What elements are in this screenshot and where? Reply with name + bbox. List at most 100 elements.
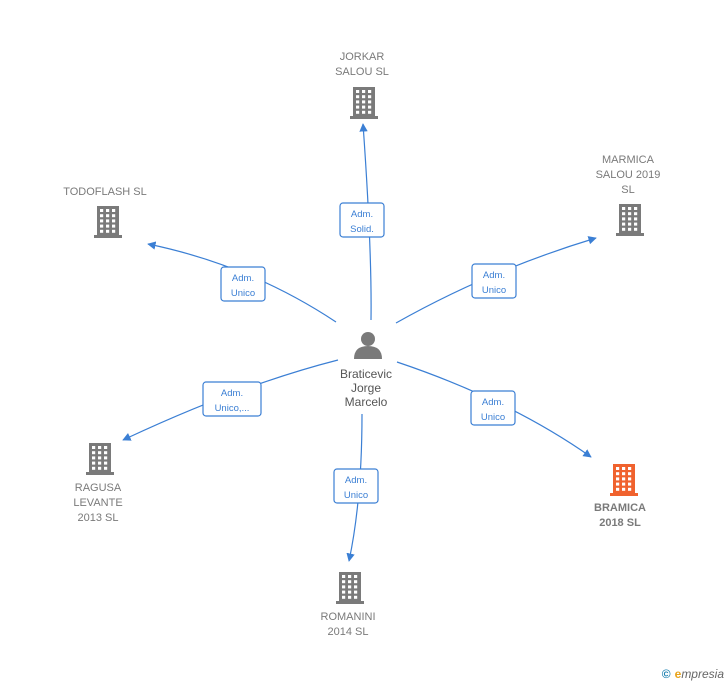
building-window — [348, 595, 352, 599]
building-window — [342, 580, 346, 584]
romanini-building-icon[interactable] — [336, 572, 364, 604]
building-window — [616, 467, 620, 470]
building-window — [628, 477, 632, 481]
edge-label-line: Unico — [482, 285, 506, 296]
building-window — [628, 212, 632, 216]
building-window — [622, 477, 626, 481]
building-window — [622, 227, 626, 231]
edge-romanini: Adm.Unico — [333, 413, 379, 562]
edge-label-box[interactable] — [470, 390, 516, 426]
building-window — [98, 451, 102, 455]
building-window — [622, 467, 626, 470]
brand-logo[interactable]: empresia — [675, 667, 724, 681]
building-window — [622, 217, 626, 221]
edge-jorkar: Adm.Solid. — [339, 123, 385, 321]
building-window — [616, 482, 620, 486]
company-name-bramica-line: 2018 SL — [599, 517, 641, 529]
building-window — [628, 227, 632, 231]
building-base — [94, 235, 122, 238]
person-name-line: Jorge — [351, 381, 381, 395]
building-window — [104, 451, 108, 455]
building-window — [98, 466, 102, 470]
company-name-jorkar-line: SALOU SL — [335, 66, 389, 78]
edge-label-line: Adm. — [232, 273, 254, 284]
building-window — [354, 580, 358, 584]
building-window — [104, 456, 108, 460]
edge-ragusa: Adm.Unico,... — [122, 359, 339, 441]
building-window — [92, 446, 96, 449]
edge-label-line: Solid. — [350, 224, 374, 235]
marmica-building-icon[interactable] — [616, 204, 644, 236]
building-window — [362, 105, 366, 109]
edge-label-line: Adm. — [483, 270, 505, 281]
edge-marmica: Adm. Unico — [395, 236, 597, 324]
edge-label-box[interactable] — [333, 468, 379, 504]
edge-label-line: Unico — [344, 490, 368, 501]
building-window — [100, 229, 104, 233]
building-window — [98, 456, 102, 460]
company-name-ragusa-line: 2013 SL — [78, 512, 119, 524]
building-window — [628, 217, 632, 221]
edge-label-box[interactable] — [471, 263, 517, 299]
person-body — [354, 346, 382, 359]
building-window — [112, 214, 116, 218]
building-base — [616, 233, 644, 236]
person-name-line: Marcelo — [345, 395, 388, 409]
building-window — [104, 446, 108, 449]
edge-label-box[interactable] — [220, 266, 266, 302]
building-window — [98, 461, 102, 465]
building-window — [106, 219, 110, 223]
building-window — [354, 595, 358, 599]
edge-label-box[interactable] — [339, 202, 385, 238]
building-window — [342, 575, 346, 578]
building-window — [634, 212, 638, 216]
edge-label: Adm.Unico — [481, 397, 505, 423]
building-window — [628, 482, 632, 486]
building-window — [92, 451, 96, 455]
company-name-jorkar[interactable]: JORKAR SALOU SL — [335, 51, 389, 78]
jorkar-building-icon[interactable] — [350, 87, 378, 119]
person-icon[interactable] — [354, 332, 382, 359]
building-window — [112, 224, 116, 228]
bramica-building-icon[interactable] — [610, 464, 638, 496]
building-window — [348, 580, 352, 584]
copyright-symbol: © — [661, 667, 671, 681]
edge-label-box[interactable] — [202, 381, 262, 417]
building-window — [100, 219, 104, 223]
building-window — [622, 212, 626, 216]
building-window — [112, 229, 116, 233]
edge-todoflash: Adm. Unico — [147, 241, 337, 323]
building-window — [92, 466, 96, 470]
company-name-todoflash-line: TODOFLASH SL — [63, 186, 147, 198]
building-window — [362, 95, 366, 99]
company-name-jorkar-line: JORKAR — [340, 51, 385, 63]
building-window — [616, 472, 620, 476]
todoflash-building-icon[interactable] — [94, 206, 122, 238]
company-name-todoflash[interactable]: TODOFLASH SL — [63, 186, 147, 198]
brand-initial: e — [674, 667, 682, 681]
edge-label: Adm.Unico — [344, 475, 368, 501]
building-window — [356, 95, 360, 99]
building-window — [354, 585, 358, 589]
ragusa-building-icon[interactable] — [86, 443, 114, 475]
edges: Adm.Solid.Adm.UnicoAdm.UnicoAdm.Unico,..… — [122, 123, 597, 562]
edge-label-line: Unico — [231, 288, 255, 299]
building-window — [628, 487, 632, 491]
building-window — [92, 461, 96, 465]
building-window — [368, 105, 372, 109]
building-window — [106, 209, 110, 212]
edge-bramica: Adm.Unico — [396, 361, 592, 458]
person-head — [361, 332, 375, 346]
brand-name: mpresia — [681, 667, 724, 681]
building-window — [622, 482, 626, 486]
edge-label: Adm. Unico — [231, 273, 255, 299]
building-window — [362, 90, 366, 93]
building-window — [628, 467, 632, 470]
building-window — [112, 209, 116, 212]
company-name-romanini-line: 2014 SL — [328, 626, 369, 638]
